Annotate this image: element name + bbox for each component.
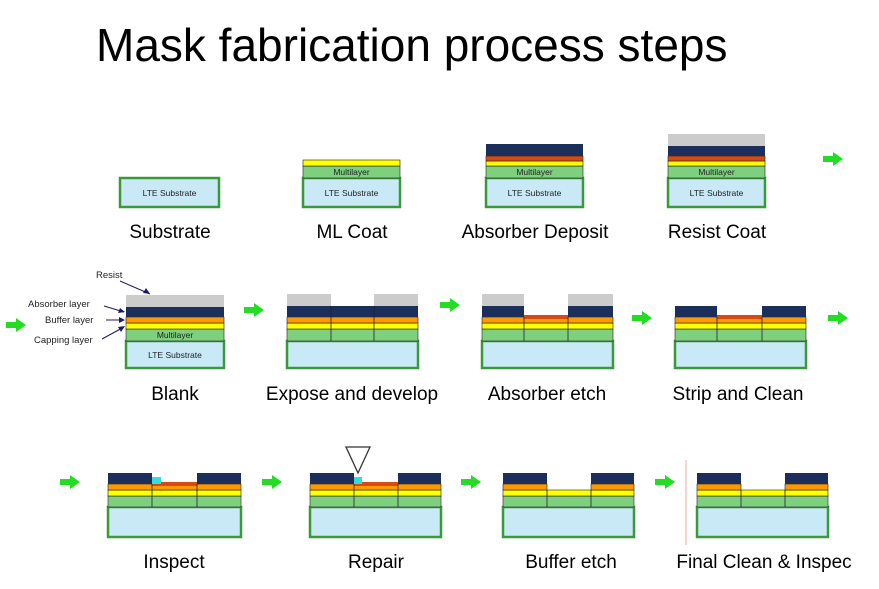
step-absorber-etch — [480, 294, 615, 370]
process-arrow — [6, 318, 26, 332]
step-label: Strip and Clean — [672, 384, 804, 405]
step-expose-and-develop — [285, 294, 420, 370]
process-arrow — [632, 311, 652, 325]
label-resist: Resist — [96, 270, 123, 281]
multilayer-label: Multilayer — [333, 167, 370, 177]
substrate-label: LTE Substrate — [508, 188, 562, 198]
process-arrow — [461, 475, 481, 489]
process-arrow — [655, 475, 675, 489]
step-label: Expose and develop — [265, 384, 439, 405]
step-label: Absorber etch — [487, 384, 607, 405]
substrate-label: LTE Substrate — [143, 188, 197, 198]
defect-marker — [152, 477, 161, 484]
label-buffer: Buffer layer — [45, 315, 93, 326]
label-absorber: Absorber layer — [28, 299, 90, 310]
multilayer-label: Multilayer — [157, 330, 194, 340]
step-blank: LTE Substrate Multilayer — [124, 295, 226, 370]
step-label: Repair — [348, 552, 404, 573]
step-label: Buffer etch — [525, 552, 617, 573]
step-inspect — [106, 473, 243, 539]
step-substrate: LTE Substrate — [118, 176, 221, 209]
multilayer-label: Multilayer — [516, 167, 553, 177]
step-label: Substrate — [129, 222, 211, 243]
process-arrow — [440, 298, 460, 312]
step-resist-coat: LTE Substrate Multilayer — [666, 134, 767, 209]
step-ml-coat: LTE Substrate Multilayer — [301, 159, 402, 209]
step-label: ML Coat — [316, 222, 388, 243]
process-arrow — [828, 311, 848, 325]
process-arrow — [244, 303, 264, 317]
substrate-label: LTE Substrate — [690, 188, 744, 198]
step-buffer-etch — [501, 473, 636, 539]
step-repair — [308, 446, 443, 539]
process-arrow — [823, 152, 843, 166]
step-absorber-deposit: LTE Substrate Multilayer — [484, 144, 585, 209]
repair-tool-icon — [344, 446, 372, 475]
step-label: Inspect — [143, 552, 205, 573]
process-arrow — [262, 475, 282, 489]
multilayer-label: Multilayer — [698, 167, 735, 177]
step-label: Resist Coat — [667, 222, 767, 243]
step-label: Absorber Deposit — [461, 222, 609, 243]
substrate-label: LTE Substrate — [148, 350, 202, 360]
process-arrow — [60, 475, 80, 489]
page-title: Mask fabrication process steps — [96, 19, 728, 71]
step-final-clean — [685, 460, 830, 545]
defect-marker — [354, 477, 362, 484]
label-capping: Capping layer — [34, 335, 93, 346]
step-label: Final Clean & Inspec — [676, 552, 852, 573]
step-strip-and-clean — [673, 306, 808, 370]
substrate-label: LTE Substrate — [325, 188, 379, 198]
side-labels: Resist Absorber layer Buffer layer Cappi… — [28, 270, 151, 346]
step-label: Blank — [151, 384, 199, 405]
